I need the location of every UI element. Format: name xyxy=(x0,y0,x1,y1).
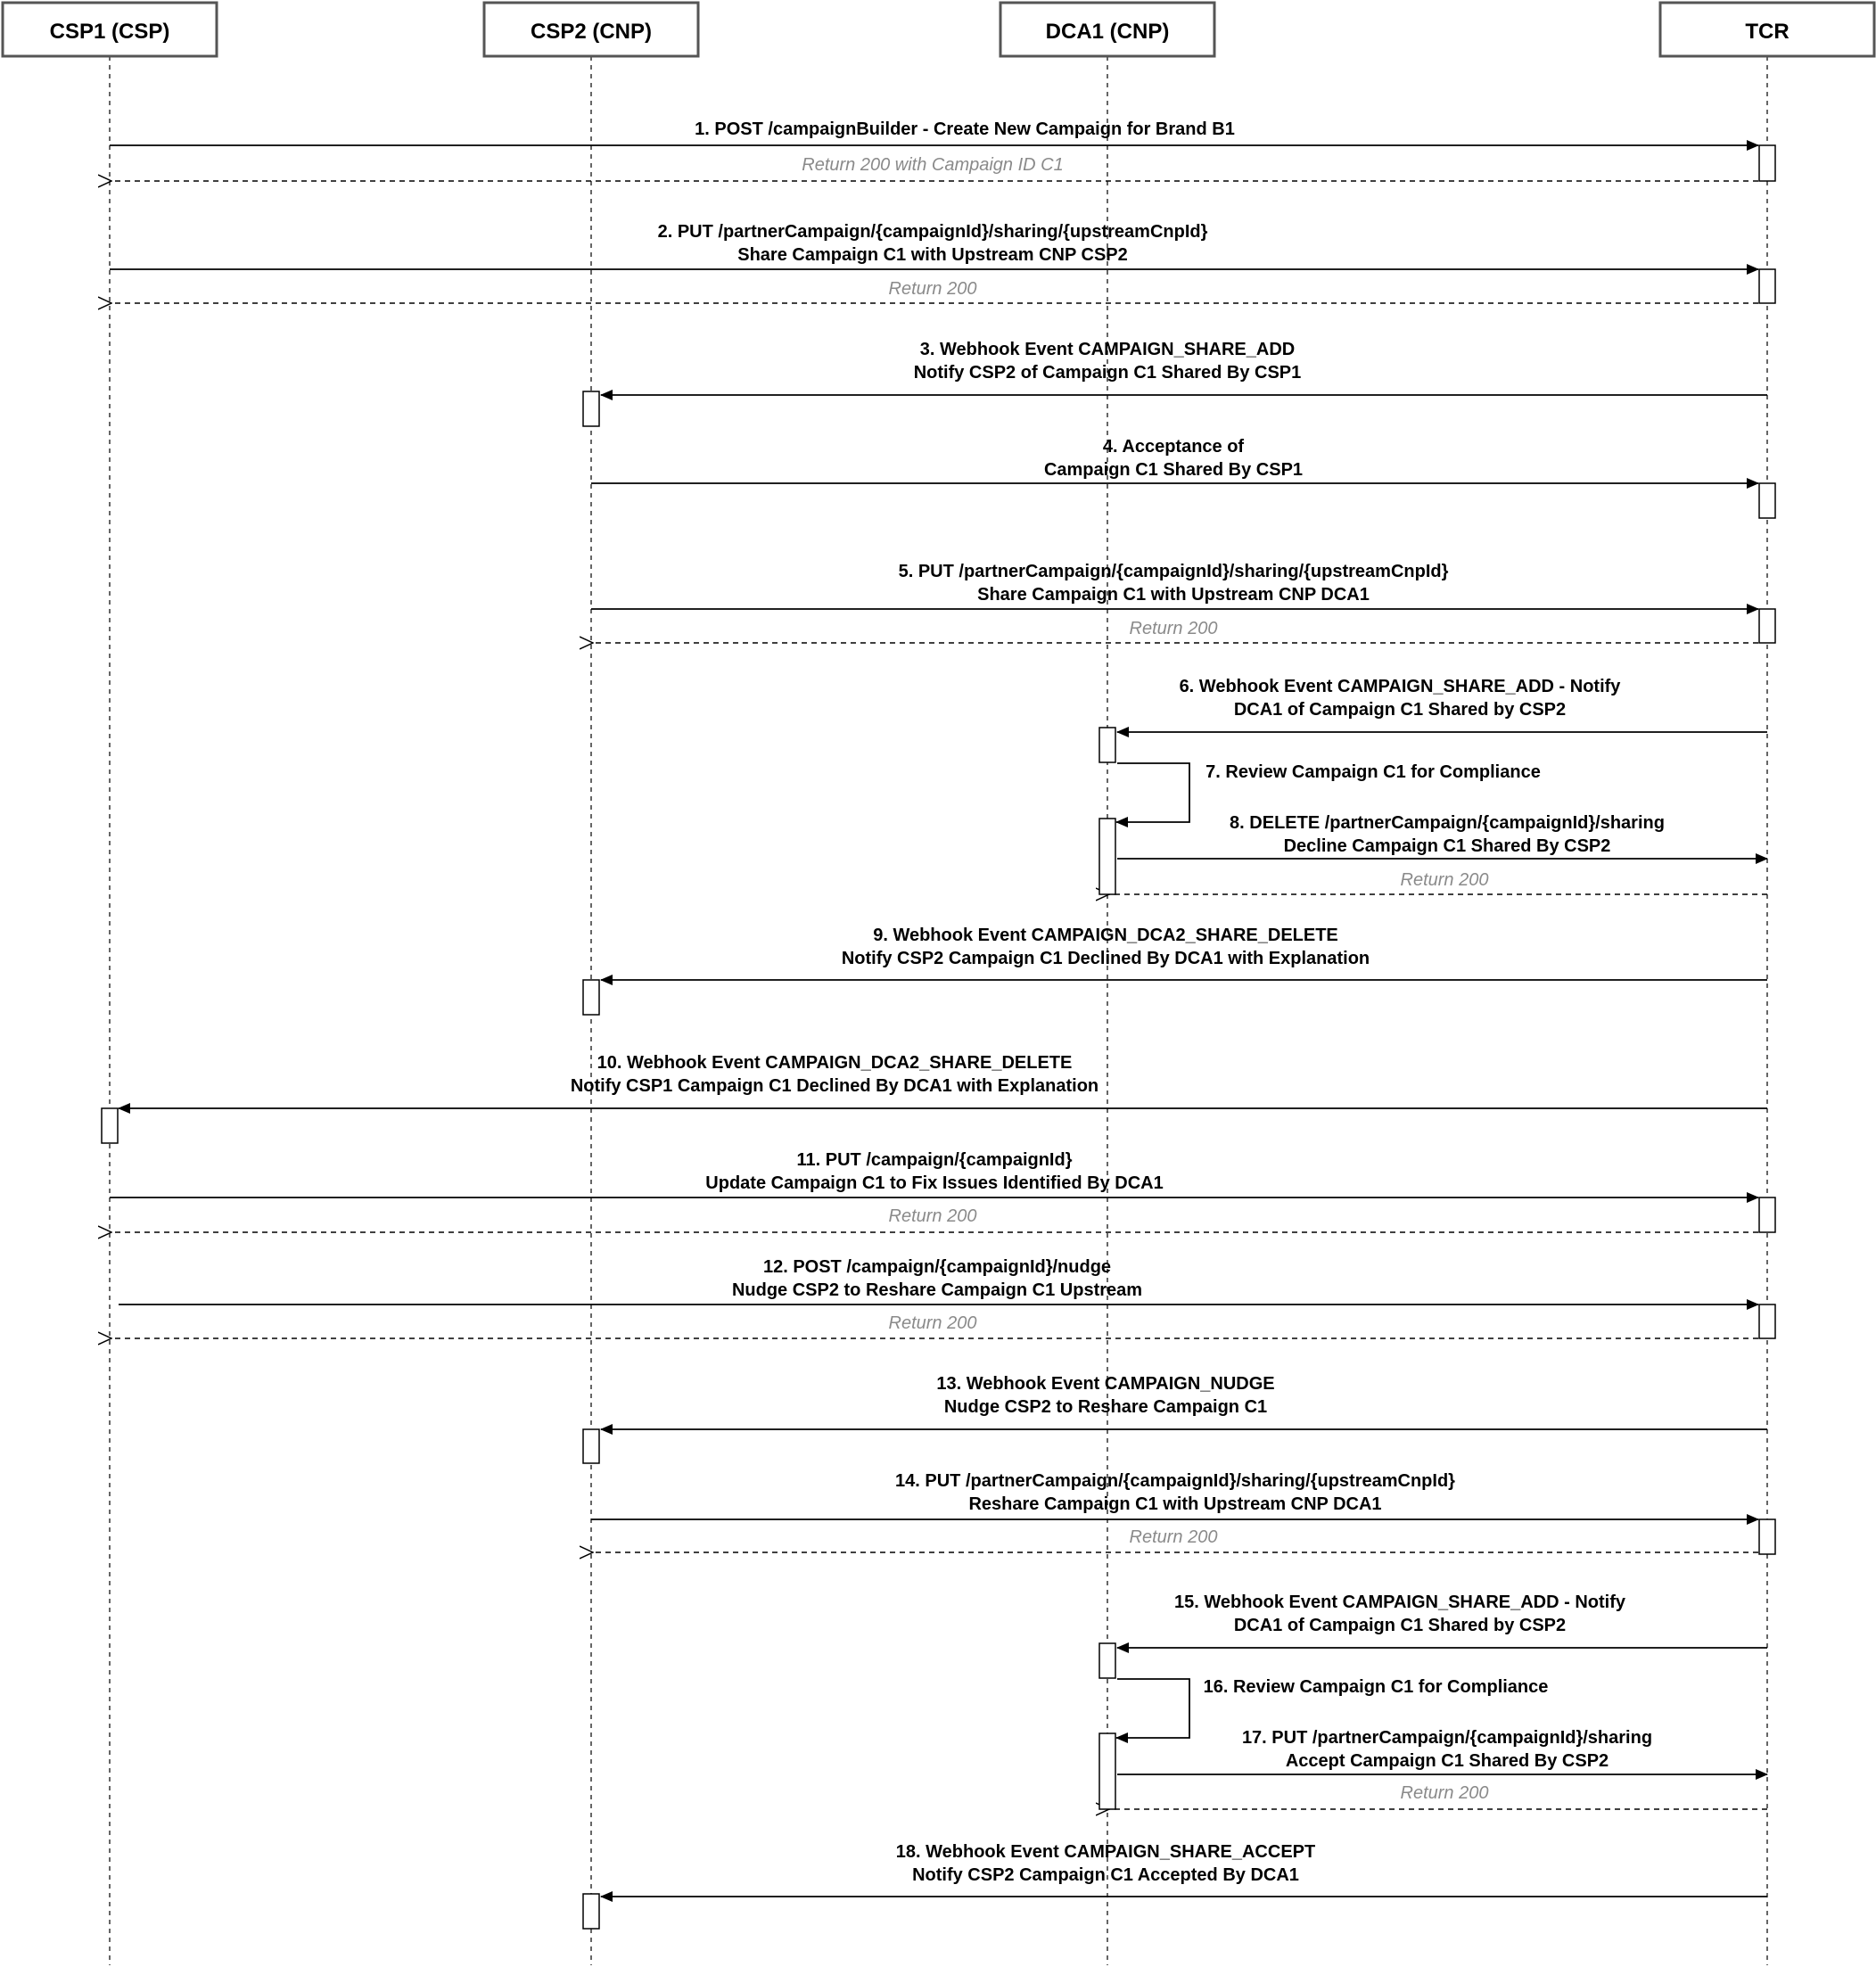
participant-tcr-box xyxy=(1658,1,1876,58)
activation-bar-tcr-4 xyxy=(1758,482,1776,519)
activation-bar-tcr-5 xyxy=(1758,608,1776,644)
message-7-arrow xyxy=(1115,762,1190,827)
activation-bar-csp2-12 xyxy=(582,1428,600,1464)
message-5-return-label: Return 200 xyxy=(1130,619,1218,638)
message-1-label-line-1: 1. POST /campaignBuilder - Create New Ca… xyxy=(695,119,1235,139)
activation-bar-dca1-15 xyxy=(1098,1732,1116,1810)
activation-bar-csp2-8 xyxy=(582,979,600,1016)
message-10-label-line-2: Notify CSP1 Campaign C1 Declined By DCA1… xyxy=(571,1076,1098,1096)
participant-tcr-label: TCR xyxy=(1745,20,1789,44)
message-6-label-line-2: DCA1 of Campaign C1 Shared by CSP2 xyxy=(1234,700,1566,720)
message-3-label-line-1: 3. Webhook Event CAMPAIGN_SHARE_ADD xyxy=(920,340,1295,359)
message-17-label-line-1: 17. PUT /partnerCampaign/{campaignId}/sh… xyxy=(1242,1728,1652,1748)
message-9-label-line-1: 9. Webhook Event CAMPAIGN_DCA2_SHARE_DEL… xyxy=(873,926,1338,945)
message-7-label-line-1: 7. Review Campaign C1 for Compliance xyxy=(1205,762,1541,782)
message-15-label-line-1: 15. Webhook Event CAMPAIGN_SHARE_ADD - N… xyxy=(1174,1593,1626,1612)
message-15-label-line-2: DCA1 of Campaign C1 Shared by CSP2 xyxy=(1234,1616,1566,1635)
participant-csp1-label: CSP1 (CSP) xyxy=(50,20,170,44)
message-16-arrow xyxy=(1115,1678,1190,1743)
message-13-label-line-1: 13. Webhook Event CAMPAIGN_NUDGE xyxy=(936,1374,1274,1394)
activation-bar-tcr-10 xyxy=(1758,1197,1776,1233)
message-8-label-line-2: Decline Campaign C1 Shared By CSP2 xyxy=(1284,836,1611,856)
message-13-label-line-2: Nudge CSP2 to Reshare Campaign C1 xyxy=(944,1397,1267,1417)
message-14-label-line-1: 14. PUT /partnerCampaign/{campaignId}/sh… xyxy=(895,1471,1455,1491)
message-4-label-line-2: Campaign C1 Shared By CSP1 xyxy=(1044,460,1303,480)
message-16-label-line-1: 16. Review Campaign C1 for Compliance xyxy=(1204,1677,1549,1697)
participant-csp2-label: CSP2 (CNP) xyxy=(531,20,652,44)
message-18-label-line-1: 18. Webhook Event CAMPAIGN_SHARE_ACCEPT xyxy=(896,1842,1315,1862)
activation-bar-csp2-3 xyxy=(582,391,600,427)
activation-bar-tcr-1 xyxy=(1758,144,1776,182)
activation-bar-csp1-9 xyxy=(101,1107,119,1144)
message-8-label-line-1: 8. DELETE /partnerCampaign/{campaignId}/… xyxy=(1230,813,1665,833)
message-11-label-line-1: 11. PUT /campaign/{campaignId} xyxy=(797,1150,1073,1170)
message-14-label-line-2: Reshare Campaign C1 with Upstream CNP DC… xyxy=(968,1494,1381,1514)
message-17-label-line-2: Accept Campaign C1 Shared By CSP2 xyxy=(1286,1751,1609,1771)
message-5-label-line-1: 5. PUT /partnerCampaign/{campaignId}/sha… xyxy=(899,562,1449,581)
participant-dca1-label: DCA1 (CNP) xyxy=(1046,20,1170,44)
activation-bar-dca1-7 xyxy=(1098,818,1116,895)
message-18-label-line-2: Notify CSP2 Campaign C1 Accepted By DCA1 xyxy=(912,1865,1299,1885)
message-11-return-label: Return 200 xyxy=(889,1206,977,1226)
message-12-return-label: Return 200 xyxy=(889,1313,977,1333)
message-17-return-label: Return 200 xyxy=(1401,1783,1489,1803)
activation-bar-dca1-6 xyxy=(1098,727,1116,763)
message-12-label-line-2: Nudge CSP2 to Reshare Campaign C1 Upstre… xyxy=(732,1280,1142,1300)
message-4-label-line-1: 4. Acceptance of xyxy=(1103,437,1245,457)
activation-bar-tcr-13 xyxy=(1758,1518,1776,1555)
message-11-label-line-2: Update Campaign C1 to Fix Issues Identif… xyxy=(705,1173,1163,1193)
participant-csp1-box xyxy=(1,1,218,58)
message-2-label-line-2: Share Campaign C1 with Upstream CNP CSP2 xyxy=(737,245,1128,265)
message-1-return-label: Return 200 with Campaign ID C1 xyxy=(802,155,1063,175)
message-2-return-label: Return 200 xyxy=(889,279,977,299)
activation-bar-tcr-2 xyxy=(1758,268,1776,304)
message-6-label-line-1: 6. Webhook Event CAMPAIGN_SHARE_ADD - No… xyxy=(1180,677,1622,696)
message-5-label-line-2: Share Campaign C1 with Upstream CNP DCA1 xyxy=(977,585,1370,605)
activation-bar-dca1-14 xyxy=(1098,1642,1116,1679)
participant-csp2-box xyxy=(482,1,700,58)
message-10-label-line-1: 10. Webhook Event CAMPAIGN_DCA2_SHARE_DE… xyxy=(597,1053,1073,1073)
message-3-label-line-2: Notify CSP2 of Campaign C1 Shared By CSP… xyxy=(914,363,1302,383)
activation-bar-csp2-16 xyxy=(582,1893,600,1930)
message-12-label-line-1: 12. POST /campaign/{campaignId}/nudge xyxy=(763,1257,1111,1277)
message-2-label-line-1: 2. PUT /partnerCampaign/{campaignId}/sha… xyxy=(658,222,1208,242)
message-9-label-line-2: Notify CSP2 Campaign C1 Declined By DCA1… xyxy=(842,949,1370,968)
participant-dca1-box xyxy=(999,1,1216,58)
message-14-return-label: Return 200 xyxy=(1130,1527,1218,1547)
activation-bar-tcr-11 xyxy=(1758,1304,1776,1339)
message-8-return-label: Return 200 xyxy=(1401,870,1489,890)
